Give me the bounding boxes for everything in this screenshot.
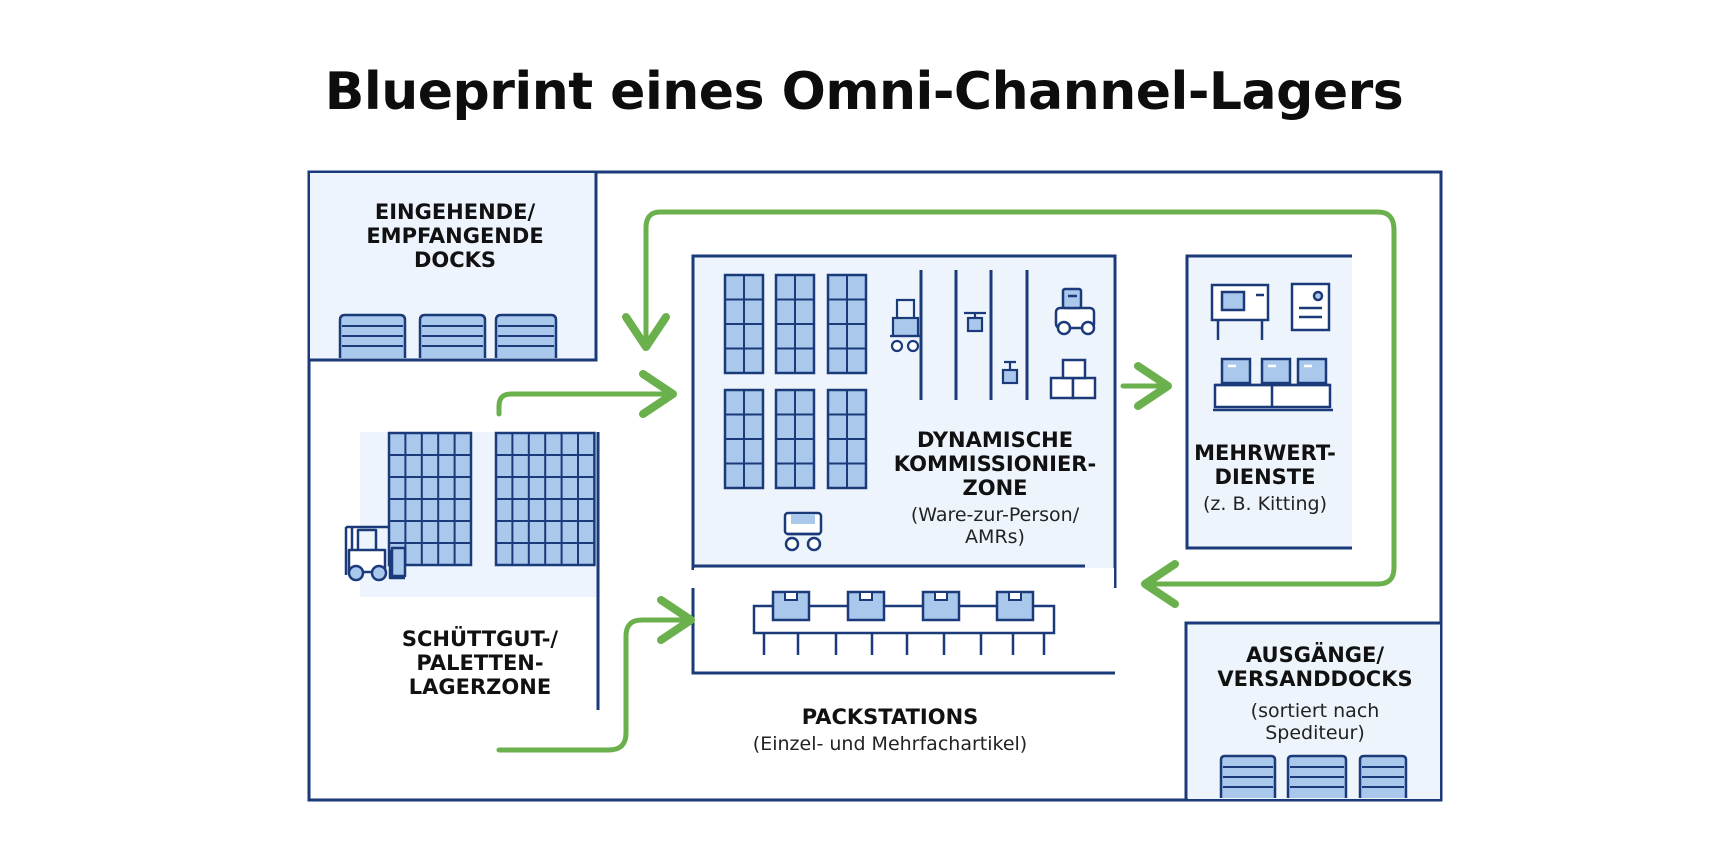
shelf-rack-icon [723, 388, 765, 490]
picking-zone [691, 254, 1117, 588]
dock-door-icon [1219, 754, 1277, 798]
workbench-icon [1213, 357, 1333, 412]
shuttle-icon [964, 311, 986, 333]
picking-zone-sublabel: (Ware-zur-Person/ AMRs) [910, 504, 1080, 548]
value-added-sublabel: (z. B. Kitting) [1202, 493, 1327, 515]
dock-door-icon [1358, 754, 1408, 798]
amr-robot-icon [783, 511, 823, 552]
shelf-rack-icon [826, 273, 868, 375]
shelf-rack-icon [774, 273, 816, 375]
value-added-zone [1185, 254, 1352, 550]
outbound-docks-zone [1184, 621, 1441, 799]
shelf-rack-icon [723, 273, 765, 375]
box-icon [995, 590, 1035, 622]
shuttle-icon [1001, 360, 1019, 385]
document-icon [1290, 282, 1331, 332]
forklift-icon [344, 525, 407, 582]
flow-arrow-bulk-to-picking [496, 370, 677, 418]
box-icon [846, 590, 886, 622]
dock-door-icon [494, 313, 558, 358]
inbound-docks-label: EINGEHENDE/ EMPFANGENDE DOCKS [366, 200, 544, 272]
flow-arrow-value-added-to-packing [1141, 209, 1397, 608]
amr-robot-icon [1054, 287, 1096, 336]
flow-arrow-inbound-to-packing [496, 596, 695, 753]
bulk-storage-zone [344, 431, 600, 710]
dock-door-icon [1286, 754, 1348, 798]
shelf-rack-icon [826, 388, 868, 490]
picking-zone-label: DYNAMISCHE KOMMISSIONIER- ZONE [893, 428, 1097, 500]
inbound-docks-zone [309, 172, 598, 362]
boxes-icon [1049, 358, 1097, 400]
page-title: Blueprint eines Omni-Channel-Lagers [324, 62, 1404, 122]
amr-robot-icon [890, 298, 922, 353]
pallet-rack-icon [494, 431, 596, 567]
box-icon [921, 590, 961, 622]
packing-sublabel: (Einzel- und Mehrfachartikel) [752, 733, 1028, 755]
packing-zone [691, 568, 1115, 675]
packing-label: PACKSTATIONS [801, 705, 979, 729]
outbound-docks-label: AUSGÄNGE/ VERSANDDOCKS [1217, 643, 1413, 691]
dock-door-icon [418, 313, 487, 358]
bulk-storage-label: SCHÜTTGUT-/ PALETTEN- LAGERZONE [401, 627, 559, 699]
dock-door-icon [338, 313, 407, 358]
flow-arrow-loop-to-picking [622, 209, 1381, 351]
box-icon [771, 590, 811, 622]
value-added-label: MEHRWERT- DIENSTE [1194, 441, 1336, 489]
pallet-rack-icon [387, 431, 473, 567]
kitting-machine-icon [1210, 283, 1270, 340]
outbound-docks-sublabel: (sortiert nach Spediteur) [1250, 700, 1380, 744]
shelf-rack-icon [774, 388, 816, 490]
